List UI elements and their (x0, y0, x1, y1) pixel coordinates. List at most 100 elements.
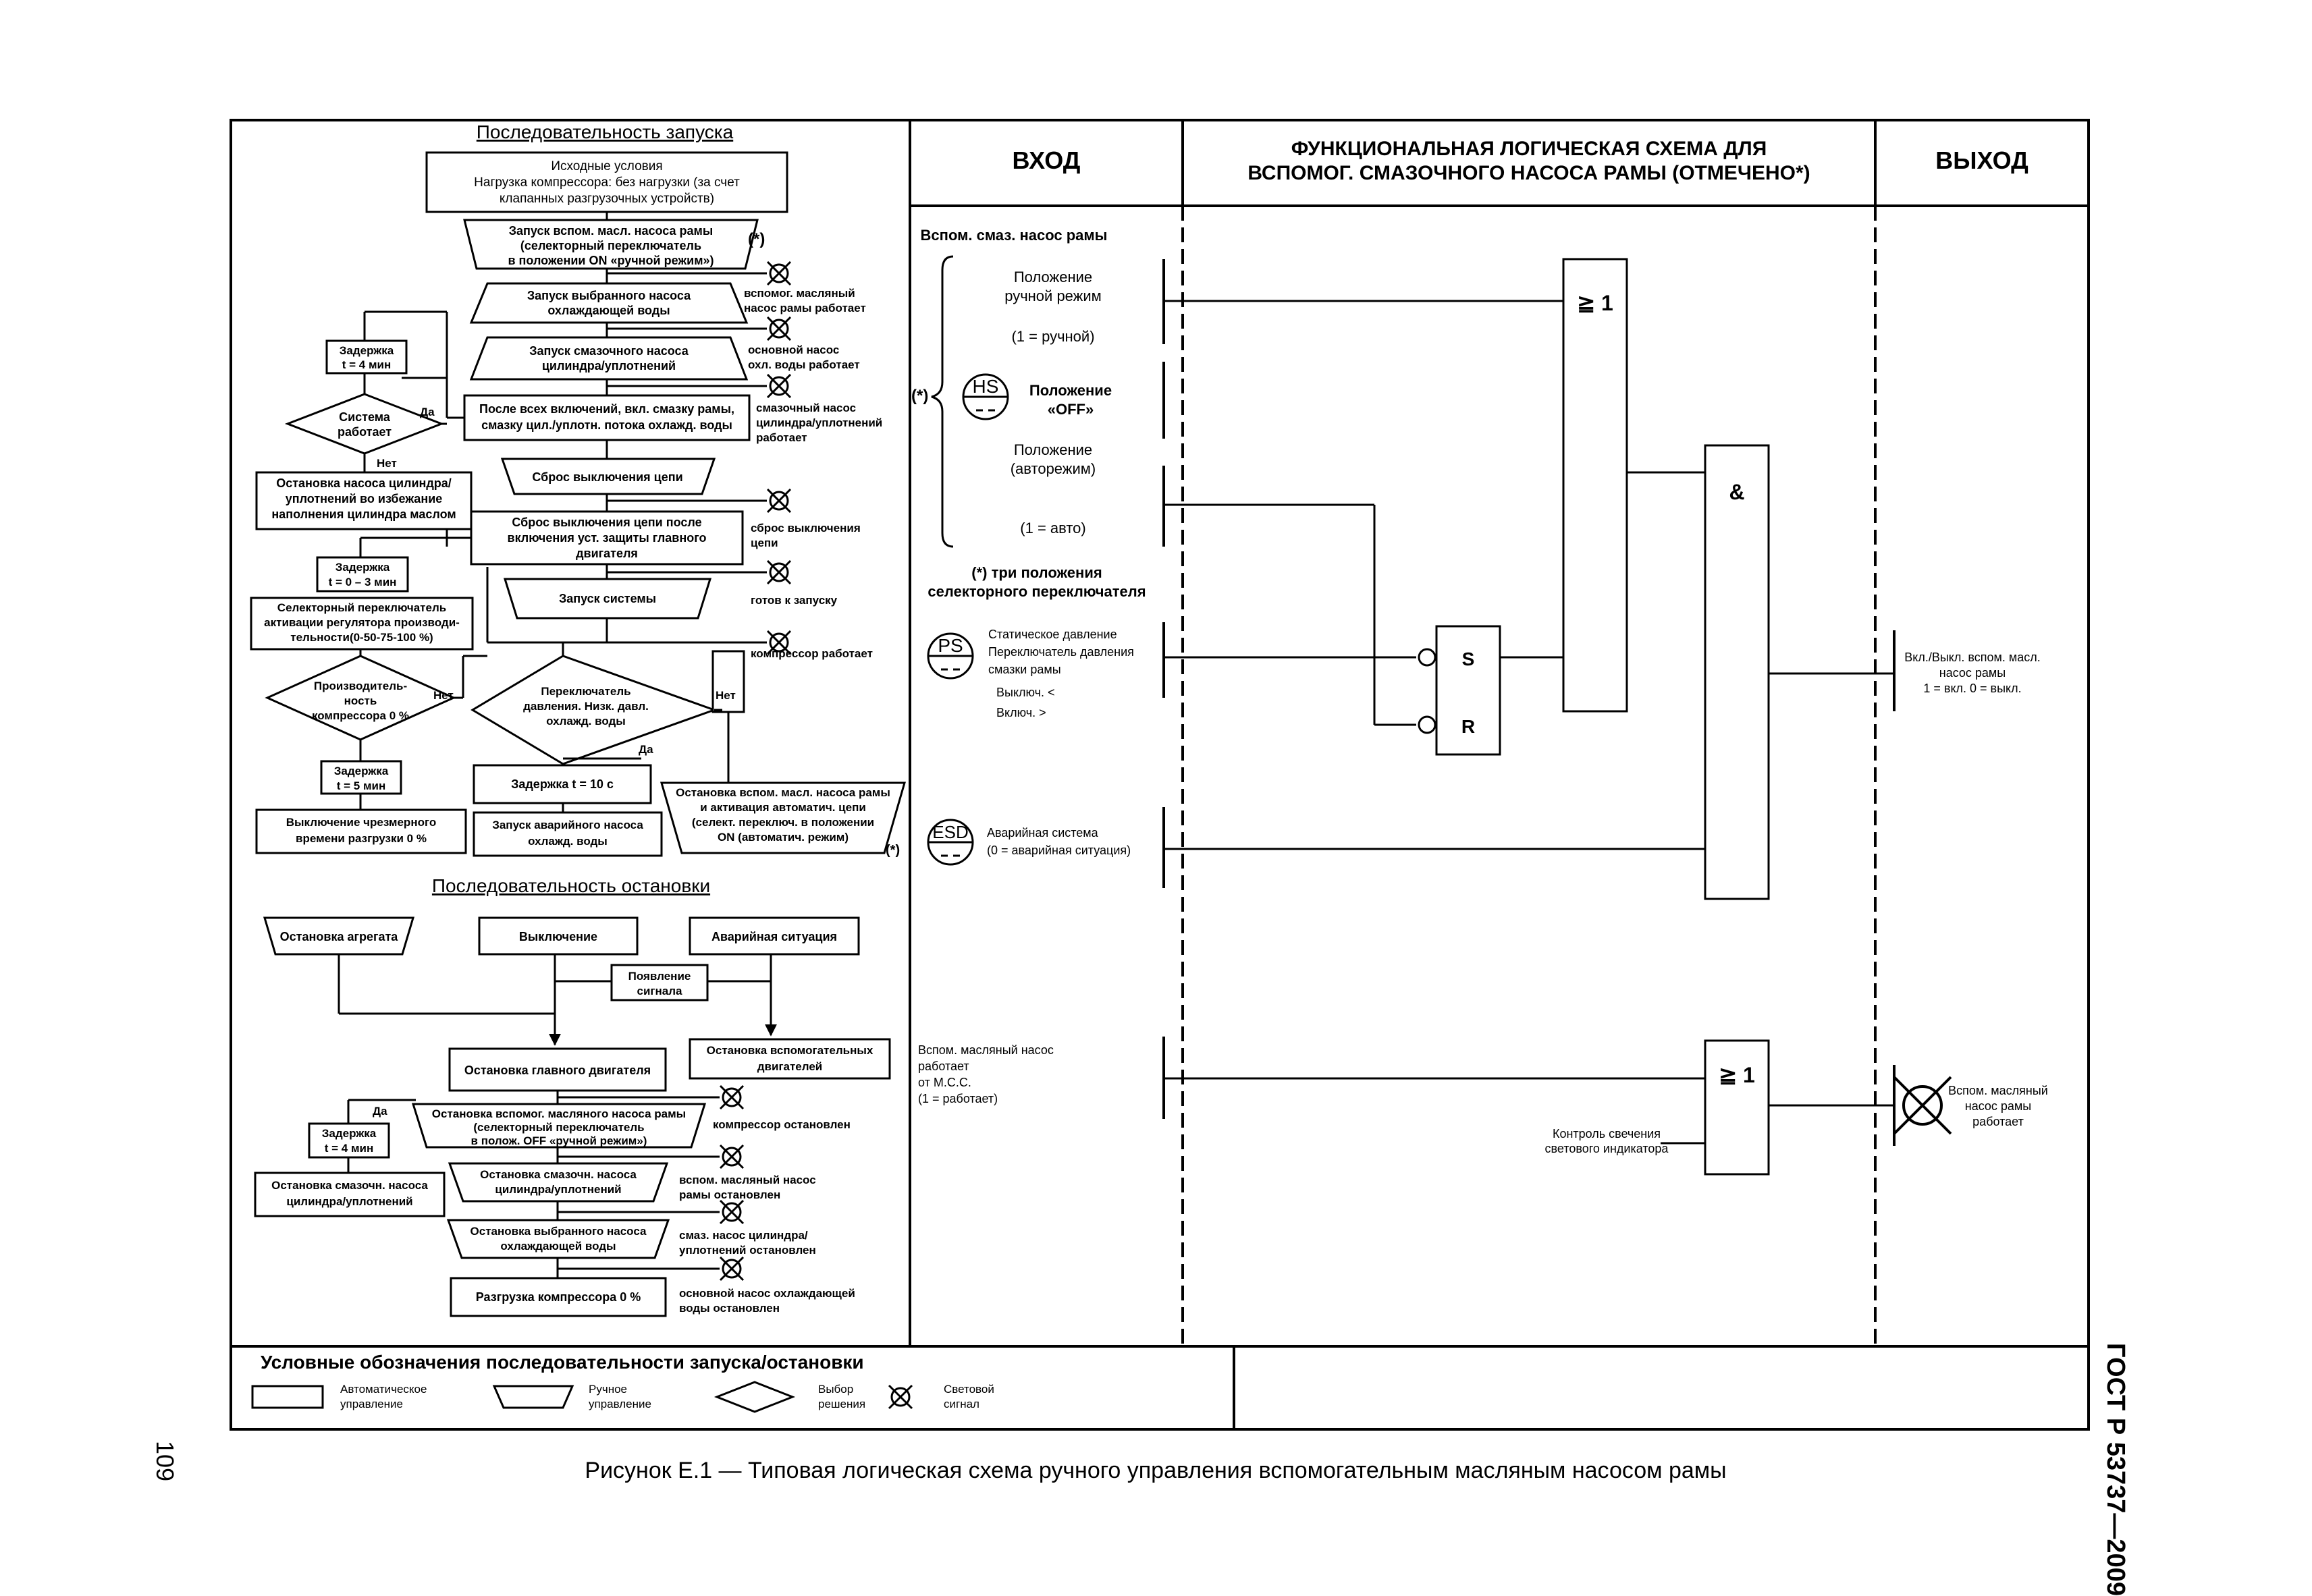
stop-cyl-line2: уплотнений во избежание (286, 492, 443, 505)
pos-auto-2: (авторежим) (1011, 460, 1096, 477)
pos-manual-2: ручной режим (1004, 287, 1102, 304)
start-aux-pump-line2: (селекторный переключатель (520, 239, 701, 252)
legend-manual-1: Ручное (589, 1383, 627, 1396)
unload-time-line2: времени разгрузки 0 % (296, 832, 427, 845)
output-onoff-2: насос рамы (1939, 666, 2006, 680)
stop-aux-auto-3: (селект. переключ. в положении (692, 816, 874, 829)
legend-auto-1: Автоматическое (340, 1383, 427, 1396)
output-running-1: Вспом. масляный (1948, 1084, 2048, 1097)
sig-main-cool-1: основной насос (748, 343, 839, 356)
stop-aux-oil-1: Остановка вспомог. масляного насоса рамы (432, 1107, 686, 1120)
stop-lube-left-box (254, 1172, 446, 1217)
sig-main-cool-2: охл. воды работает (748, 358, 860, 371)
stop-selected-cool-1: Остановка выбранного насоса (471, 1225, 647, 1238)
sig-aux-running-2: насос рамы работает (744, 302, 866, 314)
start-cooling-line1: Запуск выбранного насоса (527, 289, 691, 302)
system-running-yes: Да (420, 406, 435, 418)
esd-label: ESD (932, 822, 968, 842)
indicator-light-icon (1893, 1076, 1952, 1135)
legend-auto-2: управление (340, 1398, 403, 1410)
stop-aux-oil-pump-manual (411, 1103, 707, 1149)
start-cooling-pump-manual (469, 282, 749, 324)
s-label: S (1462, 649, 1475, 669)
unload-time-line1: Выключение чрезмерного (286, 816, 436, 829)
sig-aux-running-1: вспомог. масляный (744, 287, 855, 300)
delay-5-line2: t = 5 мин (337, 779, 386, 792)
initial-line1: Исходные условия (551, 159, 662, 173)
stop-main-engine-label: Остановка главного двигателя (464, 1064, 651, 1077)
legend-decision-symbol (714, 1381, 796, 1413)
stop-lube-right-2: цилиндра/уплотнений (495, 1183, 621, 1196)
header-input: ВХОД (1013, 146, 1081, 174)
header-function-line1: ФУНКЦИОНАЛЬНАЯ ЛОГИЧЕСКАЯ СХЕМА ДЛЯ (1291, 138, 1767, 160)
indicator-light-icon (766, 316, 792, 341)
header-function-line2: ВСПОМОГ. СМАЗОЧНОГО НАСОСА РАМЫ (ОТМЕЧЕН… (1247, 162, 1810, 184)
stop-sequence-title: Последовательность остановки (432, 875, 710, 896)
start-aux-pump-line1: Запуск вспом. масл. насоса рамы (509, 224, 713, 238)
start-lube-line2: цилиндра/уплотнений (542, 359, 676, 373)
system-start-label: Запуск системы (559, 592, 656, 605)
off-lt: Выключ. < (996, 686, 1055, 699)
esd-icon: ESD (927, 819, 974, 866)
stop-aux-oil-2: (селекторный переключатель (473, 1121, 644, 1134)
on-gt: Включ. > (996, 706, 1046, 719)
output-onoff-1: Вкл./Выкл. вспом. масл. (1904, 651, 2041, 664)
initial-line3: клапанных разгрузочных устройств) (500, 192, 714, 206)
emergency-system-1: Аварийная система (987, 826, 1099, 840)
delay-5min-box (320, 760, 402, 795)
shutdown-box (478, 916, 639, 956)
unload-compressor-label: Разгрузка компрессора 0 % (476, 1290, 641, 1304)
pressure-switch-ps-icon: PS (927, 632, 974, 680)
or-gate-bottom (1704, 1039, 1770, 1176)
stop-lube-left-1: Остановка смазочн. насоса (271, 1179, 428, 1192)
sig-lube-stopped-1: смаз. насос цилиндра/ (679, 1229, 808, 1242)
stop-lube-right-1: Остановка смазочн. насоса (480, 1168, 637, 1181)
delay-5-line1: Задержка (334, 765, 389, 777)
pos-auto-1: Положение (1014, 441, 1092, 458)
sig-aux-frame-stopped-1: вспом. масляный насос (679, 1174, 816, 1186)
sig-aux-frame-stopped-2: рамы остановлен (679, 1188, 780, 1201)
start-lube-pump-manual (469, 336, 749, 381)
after-all-line1: После всех включений, вкл. смазку рамы, (479, 402, 734, 416)
selector-switch-box (250, 597, 474, 651)
sig-lube-stopped-2: уплотнений остановлен (679, 1244, 816, 1257)
emergency-system-2: (0 = аварийная ситуация) (987, 844, 1131, 857)
indicator-light-icon (719, 1256, 745, 1282)
reset-after-line1: Сброс выключения цепи после (512, 516, 701, 529)
signal-appear-line1: Появление (628, 970, 691, 983)
system-running-line2: работает (338, 425, 392, 439)
output-running-3: работает (1972, 1115, 2024, 1128)
indicator-light-icon (719, 1084, 745, 1110)
unit-stop-label: Остановка агрегата (280, 930, 399, 943)
system-start-manual (503, 578, 712, 620)
stop-aux-engines-2: двигателей (757, 1060, 823, 1073)
emergency-pump-line1: Запуск аварийного насоса (492, 819, 643, 831)
stop-aux-engines-box (689, 1038, 891, 1080)
outer-frame (230, 119, 2090, 1431)
ps-label: PS (938, 635, 963, 656)
legend-title: Условные обозначения последовательности … (261, 1352, 864, 1373)
emergency-label: Аварийная ситуация (711, 930, 837, 943)
pressure-yes: Да (639, 743, 653, 756)
aux-running-input-4: (1 = работает) (918, 1092, 998, 1105)
static-pressure-2: Переключатель давления (988, 645, 1134, 659)
signal-appear-box (610, 964, 709, 1001)
indicator-light-icon (766, 373, 792, 399)
stop-cyl-pump-box (255, 471, 473, 530)
sig-trip-2: цепи (751, 536, 778, 549)
unload-compressor-box (450, 1277, 667, 1317)
after-all-line2: смазку цил./уплотн. потока охлажд. воды (481, 418, 732, 432)
sig-trip-1: сброс выключения (751, 522, 861, 534)
emergency-pump-line2: охлажд. воды (528, 835, 608, 848)
sr-flipflop (1435, 625, 1501, 756)
start-sequence-title: Последовательность запуска (477, 121, 734, 142)
selector-line2: активации регулятора производи- (264, 616, 460, 629)
light-check-2: светового индикатора (1545, 1142, 1669, 1155)
output-onoff-3: 1 = вкл. 0 = выкл. (1923, 682, 2021, 695)
and-gate (1704, 444, 1770, 900)
figure-caption: Рисунок Е.1 — Типовая логическая схема р… (585, 1458, 1726, 1483)
stop-selected-cool-manual (446, 1219, 670, 1259)
selector-brace (931, 255, 954, 548)
system-running-no: Нет (377, 457, 397, 470)
sig-ready: готов к запуску (751, 594, 838, 607)
